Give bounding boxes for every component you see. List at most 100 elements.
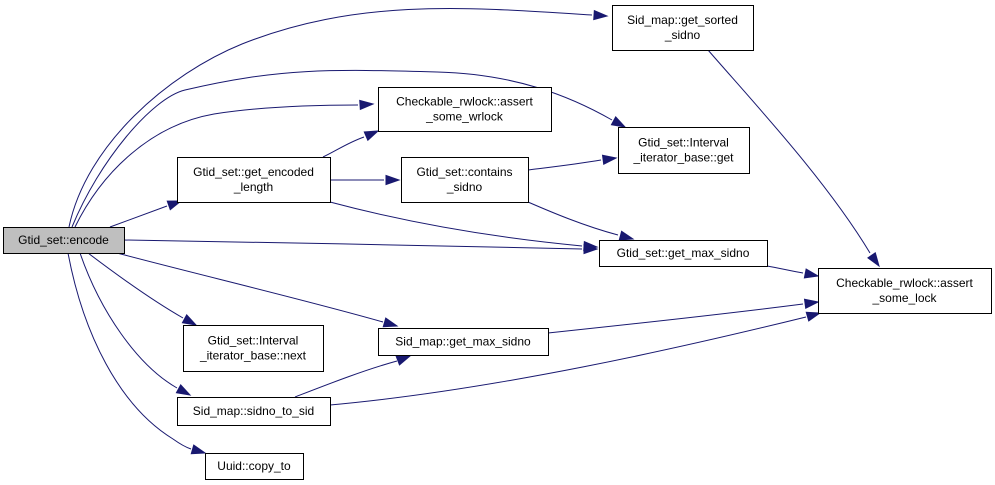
node-box [205,453,304,480]
node-label-line: _length [233,180,273,194]
node-get-encoded-length[interactable]: Gtid_set::get_encoded_length [177,157,331,203]
node-box [818,268,992,314]
edge-line [123,239,583,250]
edge-arrowhead [382,317,399,328]
edge-arrowhead [618,230,635,241]
edge-line [547,303,804,334]
node-interval-next[interactable]: Gtid_set::Interval_iterator_base::next [183,325,324,372]
edge-arrowhead [175,384,192,396]
edge-line [71,69,613,228]
node-label-line: Sid_map::sidno_to_sid [193,404,314,418]
edge-gtid_get_max_sidno-to-assert_some_lock [766,265,820,279]
node-box [378,87,552,132]
node-get-sorted-sidno[interactable]: Sid_map::get_sorted_sidno [612,5,754,51]
edge-sidno_to_sid-to-assert_some_lock [329,311,822,406]
node-label-line: Gtid_set::Interval [208,334,299,348]
edge-line [116,252,384,323]
edge-line [527,201,619,236]
edge-get_encoded_length-to-assert_some_wrlock [322,130,380,158]
node-contains-sidno[interactable]: Gtid_set::contains_sidno [401,157,529,203]
edge-line [294,360,398,398]
edge-get_encoded_length-to-gtid_get_max_sidno [329,201,599,252]
node-sidno-to-sid[interactable]: Sid_map::sidno_to_sid [177,397,331,426]
edge-arrowhead [166,200,183,211]
node-label-line: _some_wrlock [425,110,504,124]
node-label-line: _some_lock [871,291,937,305]
edge-arrowhead [363,130,380,142]
node-label-line: Checkable_rwlock::assert [836,276,973,290]
edge-line [67,252,192,450]
edge-encode-to-assert_some_wrlock [74,99,375,228]
node-box [612,5,754,51]
edge-line [87,252,184,319]
node-box [183,325,324,372]
node-label-line: Checkable_rwlock::assert [396,95,533,109]
edge-line [322,136,365,158]
node-box [3,227,125,254]
edge-line [329,316,807,406]
nodes-layer: Gtid_set::encodeSid_map::get_sorted_sidn… [3,5,992,480]
node-copy-to[interactable]: Uuid::copy_to [205,453,304,480]
edge-arrowhead [181,314,198,326]
edge-line [329,201,583,247]
node-label-line: _iterator_base::get [632,151,734,165]
edge-line [74,104,359,228]
node-sidmap-get-max-sidno[interactable]: Sid_map::get_max_sidno [378,328,549,356]
edge-arrowhead [867,251,880,268]
edge-line [109,205,168,228]
edge-arrowhead [583,240,599,252]
edge-arrowhead [610,116,627,128]
edge-encode-to-gtid_get_max_sidno [123,239,599,255]
node-box [177,397,331,426]
edge-line [527,159,602,171]
node-box [378,328,549,356]
node-label-line: _sidno [446,180,483,194]
edge-arrowhead [359,99,375,111]
node-label-line: Gtid_set::encode [18,233,109,247]
node-interval-get[interactable]: Gtid_set::Interval_iterator_base::get [618,127,750,174]
node-box [177,157,331,203]
edge-arrowhead [803,298,820,309]
node-assert-some-lock[interactable]: Checkable_rwlock::assert_some_lock [818,268,992,314]
edge-encode-to-copy_to [67,252,207,455]
edge-encode-to-sidmap_get_max_sidno [116,252,399,328]
edge-encode-to-sidno_to_sid [79,252,192,396]
node-box [401,157,529,203]
edge-line [707,49,871,254]
node-label-line: Gtid_set::contains [416,165,512,179]
node-label-line: _sidno [664,28,701,42]
edge-arrowhead [803,268,820,279]
edges-layer [67,8,880,455]
node-label-line: Gtid_set::get_max_sidno [617,246,750,260]
edge-arrowhead [805,311,822,322]
edge-get_sorted_sidno-to-assert_some_lock [707,49,880,268]
node-encode[interactable]: Gtid_set::encode [3,227,125,254]
edge-line [79,252,178,389]
node-label-line: Gtid_set::Interval [638,136,729,150]
edge-sidno_to_sid-to-sidmap_get_max_sidno [294,355,412,398]
node-label-line: _iterator_base::next [199,349,307,363]
edge-arrowhead [385,174,401,186]
edge-encode-to-interval_get [71,69,627,228]
edge-encode-to-get_encoded_length [109,200,183,228]
edge-line [766,265,804,274]
edge-get_encoded_length-to-contains_sidno [330,174,401,186]
edge-arrowhead [190,444,207,455]
node-assert-some-wrlock[interactable]: Checkable_rwlock::assert_some_wrlock [378,87,552,132]
node-box [599,240,768,267]
edge-arrowhead [593,9,609,21]
edge-line [68,8,593,228]
edge-contains_sidno-to-gtid_get_max_sidno [527,201,635,241]
edge-arrowhead [601,154,618,165]
node-label-line: Sid_map::get_sorted [627,13,738,27]
edge-arrowhead [395,355,412,366]
edge-contains_sidno-to-interval_get [527,154,618,171]
node-box [618,127,750,174]
edge-encode-to-interval_next [87,252,198,326]
node-label-line: Uuid::copy_to [217,459,291,473]
node-label-line: Gtid_set::get_encoded [193,165,314,179]
node-label-line: Sid_map::get_max_sidno [395,335,531,349]
edge-sidmap_get_max_sidno-to-assert_some_lock [547,298,820,334]
node-gtid-get-max-sidno[interactable]: Gtid_set::get_max_sidno [599,240,768,267]
